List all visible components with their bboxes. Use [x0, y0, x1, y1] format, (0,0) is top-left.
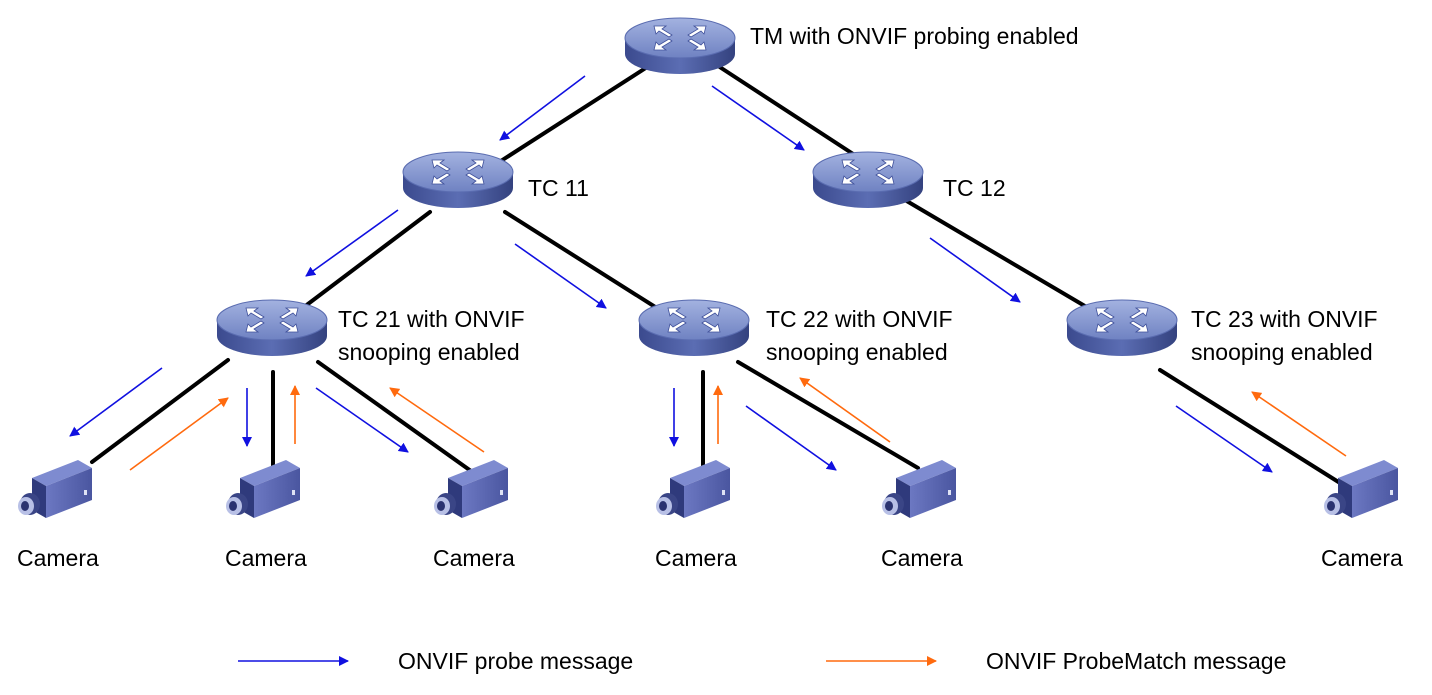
legend-probematch-label: ONVIF ProbeMatch message	[986, 648, 1286, 674]
switch-tc23	[1066, 299, 1178, 357]
link-tc12-tc23	[903, 198, 1097, 314]
switch-tc12	[812, 151, 924, 209]
switch-icon	[638, 299, 750, 357]
network-links	[90, 60, 1350, 490]
probe-arrow-tm-tc12	[711, 85, 805, 151]
message-arrows	[69, 75, 1347, 473]
camera-label: Camera	[433, 545, 515, 571]
label-tm: TM with ONVIF probing enabled	[750, 23, 1079, 49]
camera-icon	[1324, 460, 1398, 518]
camera-label: Camera	[881, 545, 963, 571]
label-tc21-line2: snooping enabled	[338, 339, 520, 365]
link-tc22-cam5	[736, 360, 920, 470]
switch-tc22	[638, 299, 750, 357]
switch-icon	[624, 17, 736, 75]
link-tc21-cam1	[90, 358, 230, 464]
switch-tc21	[216, 299, 328, 357]
probematch-arrow-cam6-tc23	[1251, 391, 1347, 457]
probe-arrow-tc22-cam5	[745, 405, 837, 471]
camera-label: Camera	[225, 545, 307, 571]
camera-icon	[226, 460, 300, 518]
probematch-arrow-cam5-tc22	[799, 377, 891, 443]
probe-arrow-tc11-tc22	[514, 243, 607, 309]
probe-arrow-tc11-tc21	[305, 209, 399, 277]
legend-probe-label: ONVIF probe message	[398, 648, 633, 674]
label-tc11: TC 11	[528, 175, 589, 201]
link-tm-tc11	[488, 60, 657, 170]
link-tm-tc12	[710, 60, 872, 167]
label-tc22-line1: TC 22 with ONVIF	[766, 306, 953, 332]
probe-arrow-tc23-cam6	[1175, 405, 1273, 473]
camera-label: Camera	[1321, 545, 1403, 571]
probe-arrow-tm-tc11	[499, 75, 586, 141]
switch-tc11	[402, 151, 514, 209]
label-tc12: TC 12	[943, 175, 1006, 201]
switch-icon	[216, 299, 328, 357]
camera-label: Camera	[655, 545, 737, 571]
label-tc23-line2: snooping enabled	[1191, 339, 1373, 365]
link-tc23-cam6	[1158, 368, 1350, 490]
switch-icon	[812, 151, 924, 209]
link-tc11-tc22	[503, 210, 662, 312]
probe-arrow-tc21-cam3	[315, 387, 409, 453]
probematch-arrow-cam3-tc21	[389, 387, 485, 453]
camera-icon	[18, 460, 92, 518]
switch-icon	[402, 151, 514, 209]
label-tc22-line2: snooping enabled	[766, 339, 948, 365]
camera-label: Camera	[17, 545, 99, 571]
link-tc21-cam3	[316, 360, 480, 478]
camera-icon	[656, 460, 730, 518]
link-tc11-tc21	[298, 210, 432, 312]
label-tc21-line1: TC 21 with ONVIF	[338, 306, 525, 332]
probe-arrow-tc21-cam1	[69, 367, 163, 437]
probematch-arrow-cam1-tc21	[129, 397, 229, 471]
probe-arrow-tc12-tc23	[929, 237, 1021, 303]
switch-icon	[1066, 299, 1178, 357]
legend: ONVIF probe message ONVIF ProbeMatch mes…	[238, 648, 1286, 674]
switch-tm	[624, 17, 736, 75]
label-tc23-line1: TC 23 with ONVIF	[1191, 306, 1378, 332]
